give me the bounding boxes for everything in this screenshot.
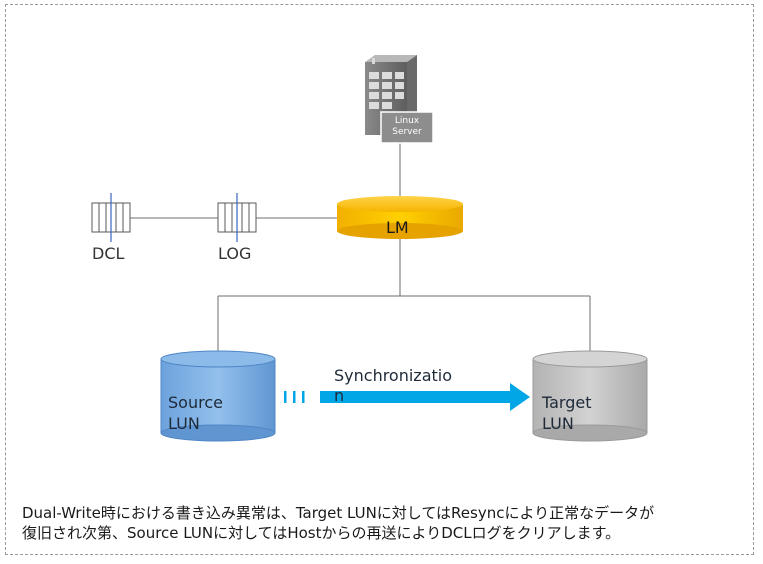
diagram-frame: [5, 4, 754, 555]
dcl-label: DCL: [92, 244, 125, 263]
lm-cylinder: [337, 196, 463, 239]
linux-server-badge: Linux Server: [392, 116, 422, 137]
log-icon: [217, 193, 257, 242]
connector-lines: [130, 142, 591, 352]
lm-label: LM: [386, 218, 409, 237]
footer-line-1: Dual-Write時における書き込み異常は、Target LUNに対してはRe…: [22, 504, 655, 522]
dcl-log-icon: [91, 193, 131, 242]
target-lun-label: Target LUN: [542, 393, 592, 433]
log-label: LOG: [218, 244, 252, 263]
source-lun-cylinder: [160, 350, 276, 442]
source-lun-label: Source LUN: [168, 393, 223, 433]
footer-note: Dual-Write時における書き込み異常は、Target LUNに対してはRe…: [22, 503, 742, 543]
synchronization-label: Synchronization: [334, 366, 453, 405]
synchronization-arrow: [284, 383, 530, 411]
footer-line-2: 復旧され次第、Source LUNに対してはHostからの再送によりDCLログを…: [22, 524, 621, 542]
linux-server-icon: [365, 55, 434, 144]
target-lun-cylinder: [532, 350, 648, 442]
